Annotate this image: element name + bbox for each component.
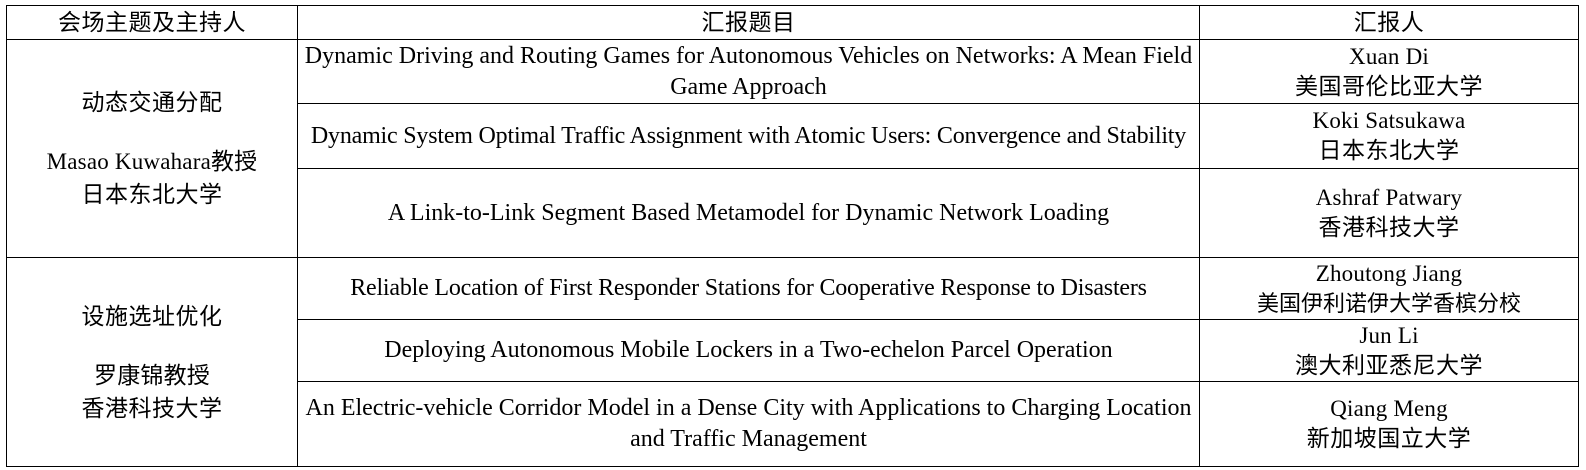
- table-row: 设施选址优化 罗康锦教授 香港科技大学 Reliable Location of…: [6, 257, 1579, 467]
- presenter-affiliation: 美国哥伦比亚大学: [1295, 73, 1483, 99]
- column-header-title: 汇报题目: [297, 5, 1200, 40]
- table-row: Deploying Autonomous Mobile Lockers in a…: [7, 319, 1579, 382]
- chair-name: Masao Kuwahara教授: [46, 149, 258, 174]
- presenter-affiliation: 美国伊利诺伊大学香槟分校: [1256, 290, 1521, 316]
- presenter-name: Jun Li: [1359, 322, 1419, 348]
- presenter-cell: Ashraf Patwary 香港科技大学: [1199, 168, 1579, 258]
- presenter-affiliation: 澳大利亚悉尼大学: [1295, 352, 1483, 378]
- paper-title: A Link-to-Link Segment Based Metamodel f…: [297, 168, 1200, 258]
- program-table: 会场主题及主持人 汇报题目 汇报人 动态交通分配 Masao Kuwahara教…: [6, 5, 1579, 467]
- table-row: Dynamic System Optimal Traffic Assignmen…: [7, 103, 1579, 169]
- presenter-cell: Qiang Meng 新加坡国立大学: [1199, 381, 1579, 467]
- paper-title: An Electric-vehicle Corridor Model in a …: [297, 381, 1200, 467]
- table-row: An Electric-vehicle Corridor Model in a …: [7, 381, 1579, 467]
- presenter-cell: Xuan Di 美国哥伦比亚大学: [1199, 39, 1579, 104]
- presenter-affiliation: 日本东北大学: [1318, 138, 1460, 163]
- presenter-affiliation: 香港科技大学: [1318, 215, 1460, 240]
- chair-affiliation: 香港科技大学: [81, 395, 223, 421]
- table-body: 动态交通分配 Masao Kuwahara教授 日本东北大学 Dynamic D…: [6, 39, 1579, 467]
- theme-cell-section-2: 设施选址优化 罗康锦教授 香港科技大学: [6, 257, 298, 467]
- table-row: A Link-to-Link Segment Based Metamodel f…: [7, 168, 1579, 258]
- chair-name: 罗康锦教授: [94, 362, 210, 388]
- presenter-name: Xuan Di: [1349, 43, 1429, 69]
- presenter-name: Koki Satsukawa: [1312, 108, 1466, 133]
- theme-cell-section-1: 动态交通分配 Masao Kuwahara教授 日本东北大学: [6, 39, 298, 258]
- presenter-cell: Zhoutong Jiang 美国伊利诺伊大学香槟分校: [1199, 257, 1579, 320]
- paper-title: Deploying Autonomous Mobile Lockers in a…: [297, 319, 1200, 382]
- paper-title: Reliable Location of First Responder Sta…: [297, 257, 1200, 320]
- column-header-presenter: 汇报人: [1199, 5, 1579, 40]
- presenter-name: Qiang Meng: [1330, 396, 1448, 421]
- table-header-row: 会场主题及主持人 汇报题目 汇报人: [6, 5, 1579, 40]
- presenter-name: Ashraf Patwary: [1315, 185, 1463, 210]
- chair-affiliation: 日本东北大学: [81, 182, 223, 207]
- table-header: 会场主题及主持人 汇报题目 汇报人: [6, 5, 1579, 40]
- presenter-cell: Jun Li 澳大利亚悉尼大学: [1199, 319, 1579, 382]
- presenter-name: Zhoutong Jiang: [1315, 260, 1463, 286]
- column-header-theme: 会场主题及主持人: [6, 5, 298, 40]
- paper-title: Dynamic Driving and Routing Games for Au…: [297, 39, 1200, 104]
- presenter-cell: Koki Satsukawa 日本东北大学: [1199, 103, 1579, 169]
- theme-name: 设施选址优化: [81, 303, 223, 329]
- presenter-affiliation: 新加坡国立大学: [1306, 426, 1472, 451]
- theme-name: 动态交通分配: [81, 90, 223, 115]
- table-row: 动态交通分配 Masao Kuwahara教授 日本东北大学 Dynamic D…: [6, 39, 1579, 258]
- paper-title: Dynamic System Optimal Traffic Assignmen…: [297, 103, 1200, 169]
